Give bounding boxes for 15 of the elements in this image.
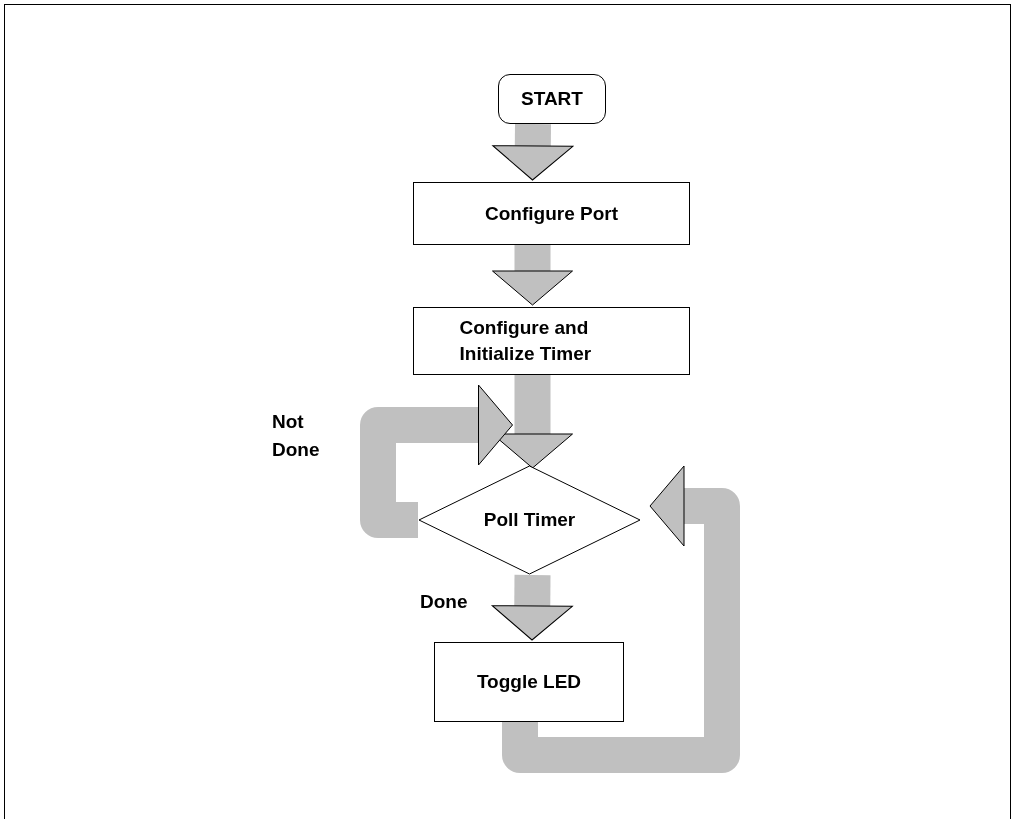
start-terminal bbox=[498, 74, 606, 124]
block-arrow bbox=[491, 574, 573, 641]
node-text: Poll Timer bbox=[482, 508, 577, 532]
process-box bbox=[413, 307, 690, 375]
process-box bbox=[413, 182, 690, 245]
node-text: Toggle LED bbox=[475, 670, 583, 694]
block-arrow bbox=[360, 384, 513, 538]
node-text: START bbox=[520, 87, 584, 111]
process-box bbox=[434, 642, 624, 722]
node-text: Configure Port bbox=[484, 201, 619, 226]
node-text: Configure and Initialize Timer bbox=[458, 316, 593, 366]
block-arrow bbox=[492, 245, 573, 306]
decision-diamond bbox=[418, 465, 641, 575]
block-arrow bbox=[502, 465, 740, 773]
block-arrow bbox=[492, 123, 574, 181]
